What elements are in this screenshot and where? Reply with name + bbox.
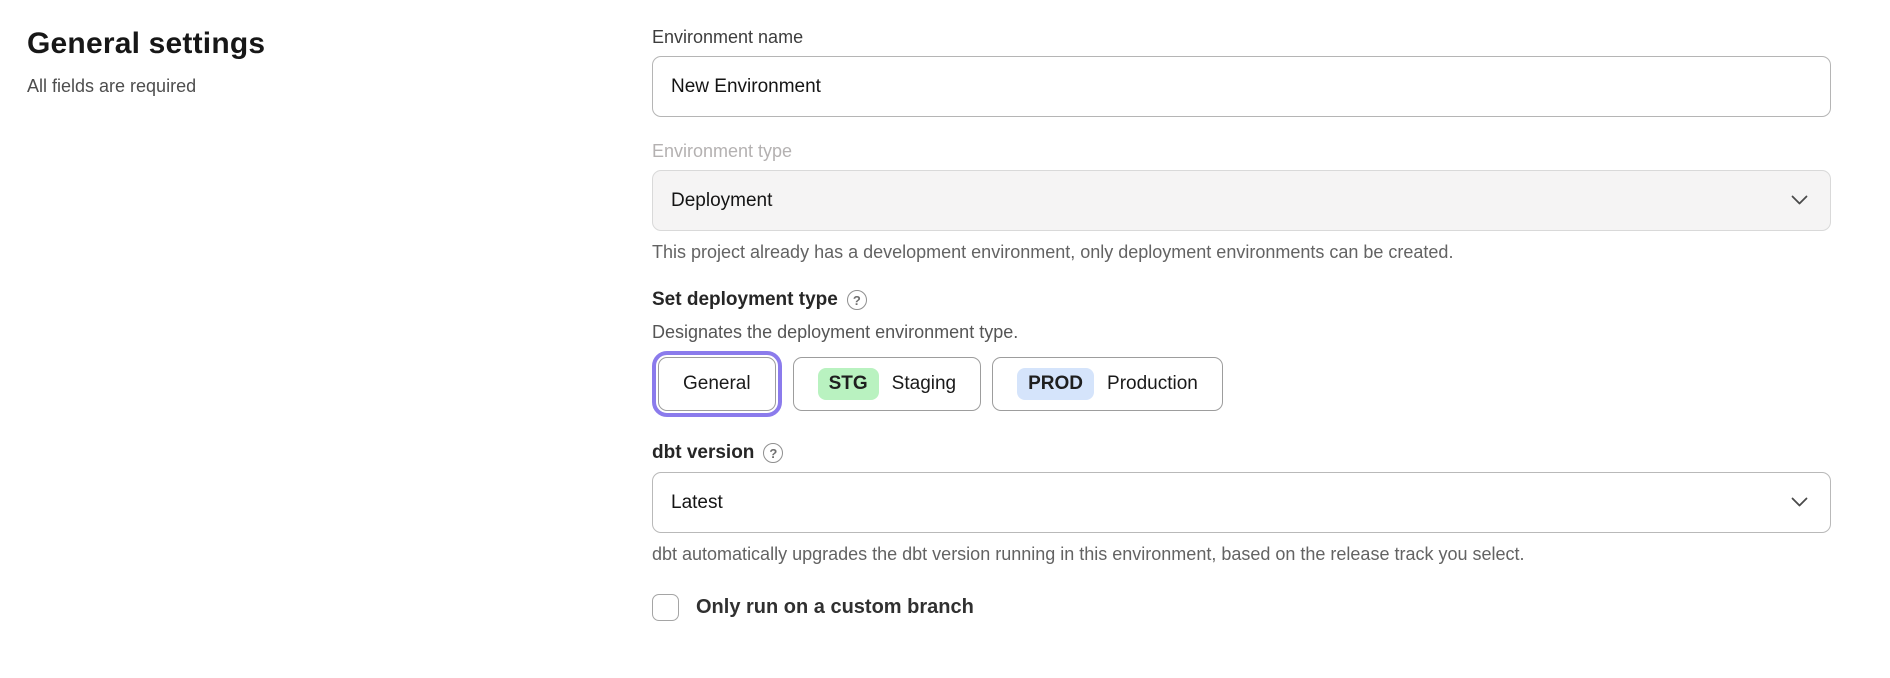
environment-type-select[interactable]: Deployment — [652, 170, 1831, 231]
dbt-version-select[interactable]: Latest — [652, 472, 1831, 533]
deployment-type-heading-text: Set deployment type — [652, 289, 838, 310]
deployment-type-option-staging[interactable]: STG Staging — [792, 357, 982, 411]
deployment-type-options: General STG Staging PROD Production — [652, 351, 1831, 417]
dbt-version-heading-text: dbt version — [652, 442, 755, 463]
dbt-version-heading: dbt version ? — [652, 442, 1831, 464]
deployment-type-heading: Set deployment type ? — [652, 289, 1831, 311]
page-title: General settings — [27, 27, 266, 60]
environment-type-helper: This project already has a development e… — [652, 242, 1454, 262]
environment-name-input[interactable] — [652, 56, 1831, 117]
production-badge: PROD — [1017, 368, 1095, 400]
custom-branch-label: Only run on a custom branch — [696, 596, 974, 618]
environment-type-label: Environment type — [652, 141, 793, 161]
deployment-type-option-label: Production — [1107, 373, 1198, 394]
settings-header: General settings All fields are required — [0, 0, 652, 621]
help-icon[interactable]: ? — [763, 443, 784, 463]
staging-badge: STG — [817, 368, 879, 400]
chevron-down-icon — [1791, 497, 1808, 508]
general-settings-page: General settings All fields are required… — [0, 0, 1831, 621]
deployment-type-option-general[interactable]: General — [652, 351, 782, 417]
custom-branch-checkbox[interactable] — [652, 594, 679, 621]
deployment-type-description: Designates the deployment environment ty… — [652, 322, 1019, 342]
deployment-type-option-label: General — [683, 373, 751, 394]
page-subtitle: All fields are required — [27, 76, 197, 96]
dbt-version-helper: dbt automatically upgrades the dbt versi… — [652, 544, 1525, 564]
help-icon[interactable]: ? — [846, 290, 867, 310]
dbt-version-value: Latest — [671, 491, 723, 513]
environment-name-label: Environment name — [652, 27, 804, 47]
deployment-type-option-label: Staging — [891, 373, 957, 394]
environment-type-value: Deployment — [671, 189, 773, 211]
custom-branch-row: Only run on a custom branch — [652, 594, 1831, 621]
deployment-type-option-production[interactable]: PROD Production — [992, 357, 1223, 411]
settings-form: Environment name Environment type Deploy… — [652, 0, 1831, 621]
chevron-down-icon — [1791, 195, 1808, 206]
